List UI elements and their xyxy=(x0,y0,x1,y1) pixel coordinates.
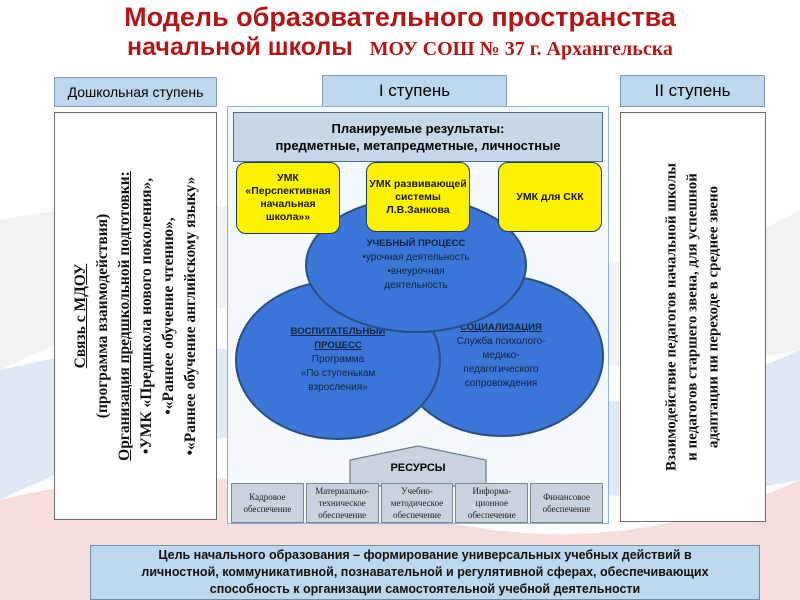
school-name: МОУ СОШ № 37 г. Архангельска xyxy=(369,38,673,60)
goal-line-1: Цель начального образования – формирован… xyxy=(158,548,692,562)
socialization-line-2: медико- xyxy=(482,350,520,361)
resource-information: Информа-ционное обеспечение xyxy=(455,483,529,523)
upbringing-line-2: «По ступенькам xyxy=(300,368,376,379)
planned-results-types: предметные, метапредметные, личностные xyxy=(275,138,561,153)
planned-results-title: Планируемые результаты: xyxy=(331,121,505,136)
socialization-line-4: сопровождения xyxy=(464,378,538,389)
right-line-3: адаптации ни переходе в среднее звено xyxy=(705,185,722,449)
stage-first: I ступень xyxy=(322,75,507,107)
resource-financial: Финансовое обеспечение xyxy=(530,483,603,523)
learning-item-3: деятельность xyxy=(384,280,448,291)
resource-methodical: Учебно-методическое обеспечение xyxy=(380,483,454,523)
learning-item-2: •внеурочная xyxy=(387,266,445,277)
education-goal-box: Цель начального образования – формирован… xyxy=(90,545,760,600)
left-line-1: Связь с МДОУ xyxy=(71,263,89,369)
second-stage-column-text: Взаимодействие педагогов начальной школы… xyxy=(662,122,725,512)
upbringing-line-3: взросления» xyxy=(308,382,368,393)
resource-material: Материально-техническое обеспечение xyxy=(305,483,379,523)
page-subtitle: начальной школы МОУ СОШ № 37 г. Архангел… xyxy=(0,32,800,64)
socialization-line-3: педагогического xyxy=(463,364,539,375)
left-line-5: •«Раннее обучение чтению», xyxy=(159,217,177,415)
socialization-title: СОЦИАЛИЗАЦИЯ xyxy=(460,322,542,333)
page-title: Модель образовательного пространства xyxy=(124,2,676,32)
resources-label: РЕСУРСЫ xyxy=(390,462,446,474)
upbringing-line-1: Программа xyxy=(311,354,365,365)
second-stage-column: Взаимодействие педагогов начальной школы… xyxy=(620,112,766,522)
upbringing-title-1: ВОСПИТАТЕЛЬНЫЙ xyxy=(290,326,386,337)
learning-item-1: •урочная деятельность xyxy=(362,252,470,263)
learning-process-title: УЧЕБНЫЙ ПРОЦЕСС xyxy=(366,238,466,249)
planned-results-box: Планируемые результаты: предметные, мета… xyxy=(233,112,603,162)
umk-zankov-system: УМК развивающей системы Л.В.Занкова xyxy=(366,162,470,232)
umk-skk: УМК для СКК xyxy=(498,162,602,232)
title-line2: начальной школы xyxy=(127,33,353,61)
left-line-6: •«Раннее обучение английскому языку» xyxy=(181,176,199,456)
preschool-column-text: Связь с МДОУ (программа взаимодействия) … xyxy=(70,121,202,511)
left-line-2: (программа взаимодействия) xyxy=(93,213,111,419)
upbringing-title-2: ПРОЦЕСС xyxy=(314,340,362,351)
left-line-4: •УМК «Предшкола нового поколения», xyxy=(137,177,155,455)
resources-row: Кадровое обеспечение Материально-техниче… xyxy=(231,483,603,523)
goal-line-3: способность к организации самостоятельно… xyxy=(209,582,641,596)
umk-perspective-primary: УМК «Перспективная начальная школа»» xyxy=(236,162,340,234)
resource-staffing: Кадровое обеспечение xyxy=(231,483,304,523)
goal-line-2: личностной, коммуникативной, познаватель… xyxy=(141,565,709,579)
preschool-column: Связь с МДОУ (программа взаимодействия) … xyxy=(54,112,217,520)
stage-preschool: Дошкольная ступень xyxy=(54,77,217,107)
stage-second: II ступень xyxy=(620,75,765,107)
left-line-3: Организация предшкольной подготовки: xyxy=(115,171,133,461)
socialization-line-1: Служба психолого- xyxy=(456,336,546,347)
right-line-2: и педагогов старшего звена, для успешной xyxy=(684,173,701,461)
right-line-1: Взаимодействие педагогов начальной школы xyxy=(663,163,680,471)
